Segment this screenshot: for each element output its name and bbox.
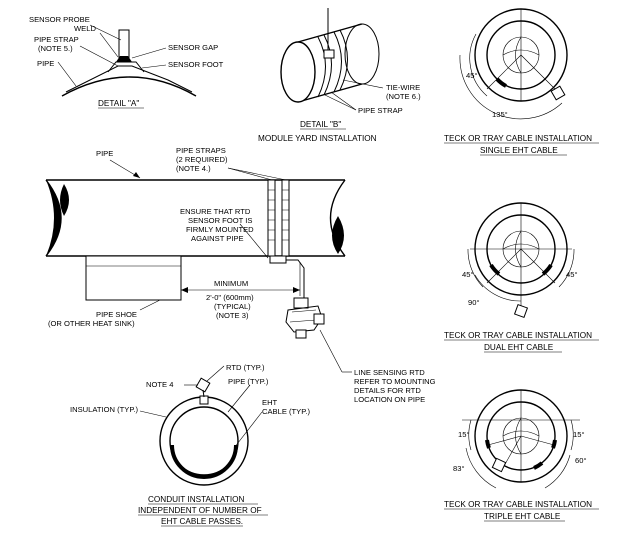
detail-b-label-pipe-strap: PIPE STRAP	[358, 106, 403, 115]
main-label-note3: (NOTE 3)	[216, 311, 249, 320]
conduit-title-3: EHT CABLE PASSES.	[161, 517, 243, 526]
conduit-label-note4: NOTE 4	[146, 380, 173, 389]
main-label-ensure-4: AGAINST PIPE	[191, 234, 244, 243]
single-angle-135: 135°	[492, 110, 508, 119]
dual-angle-bottom: 90°	[468, 298, 479, 307]
detail-a-label-pipe-strap: PIPE STRAP	[34, 35, 79, 44]
conduit-title-2: INDEPENDENT OF NUMBER OF	[138, 506, 262, 515]
detail-b-strap-1	[317, 36, 326, 98]
triple-angle-83: 83°	[453, 464, 464, 473]
triple-eht-cable-right	[551, 439, 557, 449]
detail-b-strap-2	[333, 31, 342, 93]
triple-angle-15-right: 15°	[573, 430, 584, 439]
main-label-dimension: 2'-0" (600mm)	[206, 293, 254, 302]
conduit-label-pipe: PIPE (TYP.)	[228, 377, 269, 386]
single-rtd	[550, 85, 566, 101]
detail-a-label-sensor-gap: SENSOR GAP	[168, 43, 218, 52]
triple-angle-60: 60°	[575, 456, 586, 465]
triple-angle-15-left: 15°	[458, 430, 469, 439]
pipe-strap-2	[281, 179, 290, 257]
single-angle-45: 45°	[466, 71, 477, 80]
detail-b-subtitle: MODULE YARD INSTALLATION	[258, 134, 377, 143]
detail-b-pipe-top	[297, 23, 363, 43]
main-label-details-rtd: DETAILS FOR RTD	[354, 386, 421, 395]
main-label-ensure-3: FIRMLY MOUNTED	[186, 225, 254, 234]
detail-b-pipe-end	[280, 41, 316, 103]
conduit-label-insulation: INSULATION (TYP.)	[70, 405, 139, 414]
detail-a-pipe-arc	[61, 76, 197, 97]
dual-title-2: DUAL EHT CABLE	[484, 343, 554, 352]
main-label-ensure-2: SENSOR FOOT IS	[188, 216, 252, 225]
main-label-typical: (TYPICAL)	[214, 302, 251, 311]
main-label-pipe: PIPE	[96, 149, 113, 158]
main-elevation: PIPE PIPE STRAPS (2 REQUIRED) (NOTE 4.) …	[45, 146, 436, 404]
dual-rtd	[513, 303, 529, 319]
detail-a-title: DETAIL "A"	[98, 99, 139, 108]
rtd-sensor-foot	[269, 255, 287, 264]
dual-angle-left: 45°	[462, 270, 473, 279]
detail-a-label-sensor-probe: SENSOR PROBE	[29, 15, 90, 24]
conduit-title-1: CONDUIT INSTALLATION	[148, 495, 245, 504]
dual-eht-cable-left	[489, 263, 501, 276]
triple-eht-cable-bottom	[533, 461, 544, 470]
pipe-strap-1	[267, 179, 276, 257]
detail-a: SENSOR PROBE WELD PIPE STRAP (NOTE 5.) P…	[29, 15, 224, 109]
conduit-eht-cable	[170, 444, 238, 479]
detail-b: TIE-WIRE (NOTE 6.) PIPE STRAP DETAIL "B"…	[258, 8, 421, 143]
detail-b-label-note6: (NOTE 6.)	[386, 92, 421, 101]
detail-b-pipe-far-end	[344, 23, 380, 85]
dual-eht-section: 45° 45° 90° TECK OR TRAY CABLE INSTALLAT…	[444, 202, 599, 353]
main-label-ensure-1: ENSURE THAT RTD	[180, 207, 251, 216]
triple-eht-section: 15° 15° 60° 83° TECK OR TRAY CABLE INSTA…	[444, 389, 599, 522]
main-label-minimum: MINIMUM	[214, 279, 248, 288]
dual-title-1: TECK OR TRAY CABLE INSTALLATION	[444, 331, 592, 340]
detail-a-label-weld: WELD	[74, 24, 96, 33]
single-title-1: TECK OR TRAY CABLE INSTALLATION	[444, 134, 592, 143]
conduit-label-cable: CABLE (TYP.)	[262, 407, 310, 416]
rtd-lead	[286, 259, 305, 300]
detail-a-label-sensor-foot: SENSOR FOOT	[168, 60, 224, 69]
detail-b-sensor	[323, 49, 335, 59]
conduit-label-eht: EHT	[262, 398, 278, 407]
single-eht-cable	[495, 77, 508, 88]
main-label-note4: (NOTE 4.)	[176, 164, 211, 173]
detail-a-label-pipe: PIPE	[37, 59, 54, 68]
dual-eht-cable-right	[541, 263, 553, 276]
main-label-location-pipe: LOCATION ON PIPE	[354, 395, 425, 404]
detail-b-title: DETAIL "B"	[300, 120, 341, 129]
triple-title-2: TRIPLE EHT CABLE	[484, 512, 561, 521]
dual-angle-right: 45°	[566, 270, 577, 279]
detail-a-label-note5: (NOTE 5.)	[38, 44, 73, 53]
conduit-installation: NOTE 4 RTD (TYP.) PIPE (TYP.) INSULATION…	[70, 363, 310, 527]
main-label-heat-sink: (OR OTHER HEAT SINK)	[48, 319, 135, 328]
main-label-refer-mounting: REFER TO MOUNTING	[354, 377, 436, 386]
single-title-2: SINGLE EHT CABLE	[480, 146, 558, 155]
triple-rtd	[491, 457, 507, 473]
conduit-rtd	[195, 377, 211, 398]
line-sensing-rtd	[285, 297, 325, 339]
triple-eht-cable-left	[485, 439, 491, 449]
triple-title-1: TECK OR TRAY CABLE INSTALLATION	[444, 500, 592, 509]
main-pipe-right-section	[332, 216, 344, 254]
pipe-shoe	[85, 255, 182, 301]
single-eht-section: 45° 135° TECK OR TRAY CABLE INSTALLATION…	[444, 8, 599, 156]
main-label-pipe-shoe: PIPE SHOE	[96, 310, 137, 319]
detail-b-pipe-bottom	[297, 83, 363, 103]
main-label-pipe-straps: PIPE STRAPS	[176, 146, 226, 155]
detail-b-label-tie-wire: TIE-WIRE	[386, 83, 420, 92]
main-pipe-left-section	[60, 184, 69, 216]
main-label-required: (2 REQUIRED)	[176, 155, 228, 164]
conduit-label-rtd: RTD (TYP.)	[226, 363, 265, 372]
main-label-line-sensing-rtd: LINE SENSING RTD	[354, 368, 425, 377]
detail-a-weld	[116, 56, 132, 62]
detail-a-pipe-strap	[65, 65, 193, 93]
